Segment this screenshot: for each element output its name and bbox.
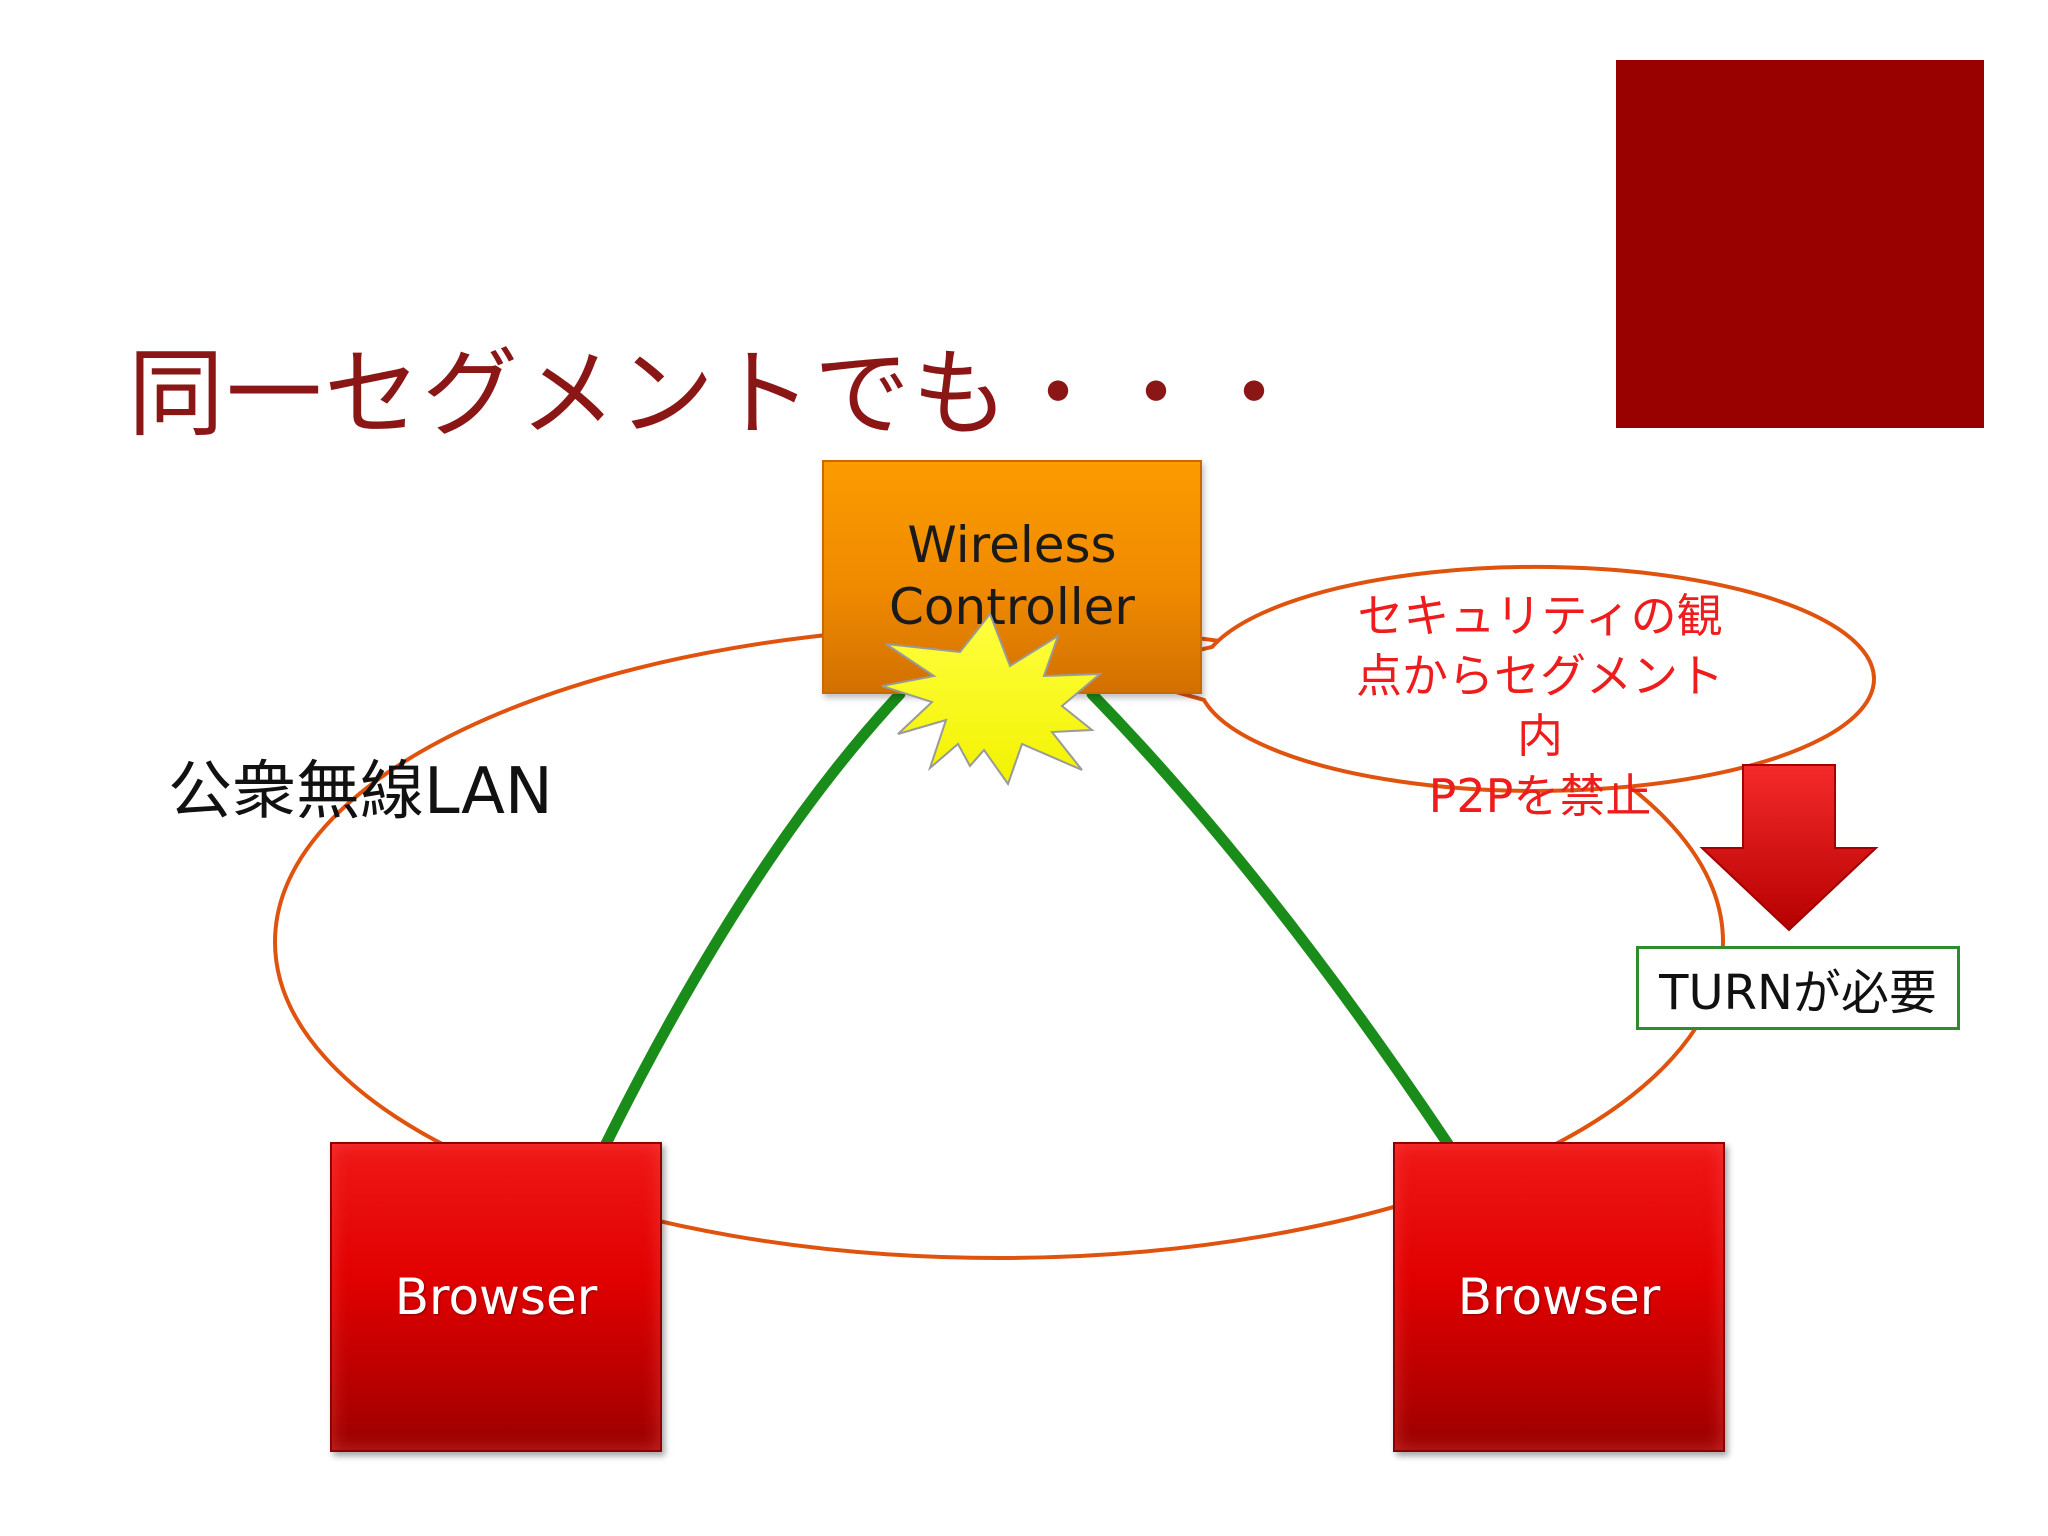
bubble-text: セキュリティの観 点からセグメント 内 P2Pを禁止 (1300, 586, 1780, 826)
slide-title: 同一セグメントでも・・・ (128, 338, 1304, 450)
wireless-controller-box (822, 460, 1202, 694)
browser-right-label: Browser (1457, 1268, 1661, 1326)
browser-right-box: Browser (1393, 1142, 1725, 1452)
browser-left-box: Browser (330, 1142, 662, 1452)
turn-required-label: TURNが必要 (1659, 965, 1937, 1021)
wireless-controller-label: Wireless Controller (889, 516, 1135, 636)
turn-required-box: TURNが必要 (1636, 946, 1960, 1030)
arrow-to-left-browser (591, 688, 906, 1168)
speech-bubble (1098, 564, 1876, 793)
bubble-line-2: 点からセグメント (1356, 649, 1724, 703)
browser-left-label: Browser (394, 1268, 598, 1326)
decorative-square (1616, 60, 1984, 428)
bubble-line-3: 内 (1517, 709, 1563, 763)
arrow-to-right-browser (1086, 688, 1466, 1168)
bubble-line-4: P2Pを禁止 (1428, 769, 1652, 823)
down-arrow-icon (1699, 764, 1879, 932)
bubble-line-1: セキュリティの観 (1357, 589, 1723, 643)
public-wireless-lan-label: 公衆無線LAN (168, 755, 553, 829)
